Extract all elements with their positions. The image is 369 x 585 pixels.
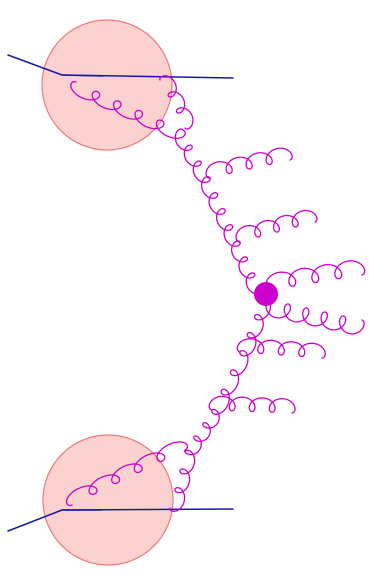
gluon-chain-upper-3 xyxy=(230,240,263,295)
gluon-lower-blob-1 xyxy=(65,441,189,507)
gluon-upper-blob-1 xyxy=(70,81,186,139)
gluon-chain-upper-1 xyxy=(174,128,211,183)
gluon-chain-upper-2 xyxy=(200,176,241,247)
gluon-chain-lower-1 xyxy=(239,295,272,357)
gluon-emission-3 xyxy=(265,260,366,291)
upper-hadron-blob xyxy=(41,19,173,151)
gluon-chain-lower-3 xyxy=(184,408,220,456)
gluon-emission-4 xyxy=(265,299,365,335)
gluon-emission-6 xyxy=(208,395,296,414)
interaction-vertex xyxy=(254,282,278,306)
gluon-lower-blob-2 xyxy=(169,449,196,512)
lower-hadron-blob xyxy=(42,434,174,566)
quark-lines xyxy=(7,54,234,532)
gluon-emission-1 xyxy=(205,147,293,179)
gluon-upper-blob-2 xyxy=(159,75,194,130)
gluon-emission-5 xyxy=(236,338,326,359)
hadron-blobs xyxy=(41,19,174,566)
gluon-lines xyxy=(65,75,366,512)
gluon-chain-lower-2 xyxy=(211,349,249,415)
upper-spectator-quark xyxy=(61,74,104,77)
gluon-emission-2 xyxy=(235,209,318,243)
